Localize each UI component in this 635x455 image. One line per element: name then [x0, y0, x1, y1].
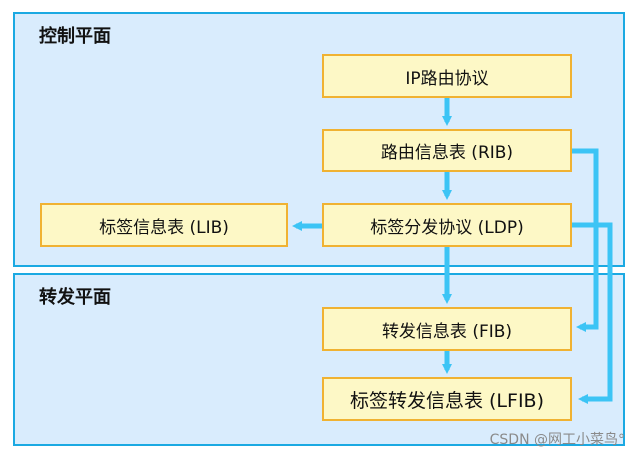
ip-routing-protocol-label: IP路由协议 [405, 68, 489, 89]
ldp-label: 标签分发协议 (LDP) [370, 217, 524, 238]
forwarding-plane-title: 转发平面 [39, 287, 111, 308]
lib-box: 标签信息表 (LIB) [40, 203, 288, 247]
lib-label: 标签信息表 (LIB) [99, 217, 229, 238]
lfib-box: 标签转发信息表 (LFIB) [322, 377, 572, 421]
fib-box: 转发信息表 (FIB) [322, 307, 572, 351]
ip-routing-protocol-box: IP路由协议 [322, 54, 572, 98]
arrow-ldp-to-lfib [572, 222, 613, 404]
control-plane-title: 控制平面 [39, 26, 111, 47]
fib-label: 转发信息表 (FIB) [381, 321, 513, 342]
watermark: CSDN @网工小菜鸟° [489, 432, 625, 448]
ldp-box: 标签分发协议 (LDP) [322, 203, 572, 247]
arrow-rib-to-fib [572, 148, 599, 332]
rib-box: 路由信息表 (RIB) [322, 129, 572, 172]
rib-label: 路由信息表 (RIB) [380, 143, 514, 163]
lfib-label: 标签转发信息表 (LFIB) [349, 389, 545, 412]
